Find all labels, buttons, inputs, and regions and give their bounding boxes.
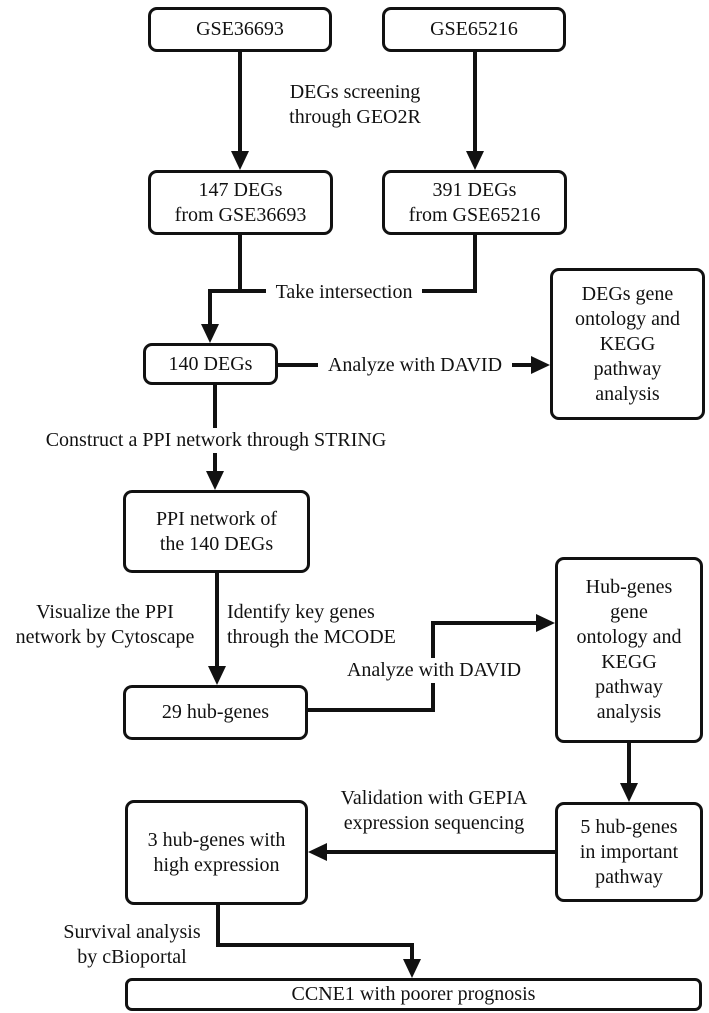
connector-hub3-elbow-vertical bbox=[216, 905, 220, 947]
node-label-line: from GSE36693 bbox=[174, 203, 307, 226]
edge-label-gepia: Validation with GEPIA expression sequenc… bbox=[330, 786, 538, 836]
connector-391degs-merge bbox=[473, 235, 477, 292]
node-gse36693: GSE36693 bbox=[148, 7, 332, 52]
edge-label-construct-string: Construct a PPI network through STRING bbox=[25, 428, 407, 453]
connector-hubgo-hub5 bbox=[627, 743, 631, 785]
node-label-line: from GSE65216 bbox=[408, 203, 541, 226]
edge-label-line: by cBioportal bbox=[77, 946, 187, 968]
node-label-line: GSE36693 bbox=[196, 18, 284, 40]
node-label-line: analysis bbox=[595, 382, 660, 405]
node-3-hub-genes: 3 hub-genes with high expression bbox=[125, 800, 308, 905]
connector-gse36693-147degs bbox=[238, 52, 242, 154]
node-label-line: CCNE1 with poorer prognosis bbox=[291, 983, 536, 1005]
node-label-line: Hub-genes bbox=[585, 576, 673, 598]
arrowhead-into-ppi bbox=[206, 471, 224, 490]
node-label-line: 140 DEGs bbox=[168, 352, 253, 375]
node-391-degs: 391 DEGs from GSE65216 bbox=[382, 170, 567, 235]
edge-label-analyze-david-1: Analyze with DAVID bbox=[318, 353, 512, 378]
edge-label-line: Identify key genes bbox=[227, 601, 375, 623]
edge-label-line: network by Cytoscape bbox=[15, 626, 195, 648]
node-label-line: PPI network of bbox=[155, 507, 278, 530]
node-140-degs: 140 DEGs bbox=[143, 343, 278, 385]
connector-elbow-ccne1 bbox=[410, 943, 414, 963]
edge-label-line: Visualize the PPI bbox=[36, 601, 174, 623]
edge-label-line: Validation with GEPIA bbox=[340, 787, 528, 809]
node-label-line: DEGs gene bbox=[581, 282, 674, 305]
edge-label-line: Analyze with DAVID bbox=[346, 659, 522, 681]
connector-ppi-hub29 bbox=[215, 573, 219, 669]
node-label-line: 3 hub-genes with bbox=[147, 828, 286, 851]
node-label-line: high expression bbox=[153, 853, 280, 876]
node-label-line: 5 hub-genes bbox=[580, 815, 678, 838]
connector-hub29-elbow-bottom bbox=[308, 708, 435, 712]
node-label-line: 391 DEGs bbox=[432, 178, 517, 201]
node-label-line: pathway bbox=[595, 676, 663, 698]
connector-147degs-merge bbox=[238, 235, 242, 292]
node-label-line: ontology and bbox=[575, 307, 680, 330]
node-label-line: the 140 DEGs bbox=[159, 532, 274, 555]
edge-label-take-intersection: Take intersection bbox=[266, 280, 422, 305]
node-5-hub-genes: 5 hub-genes in important pathway bbox=[555, 802, 703, 902]
edge-label-analyze-david-2: Analyze with DAVID bbox=[337, 658, 531, 683]
arrowhead-into-hub29 bbox=[208, 666, 226, 685]
arrowhead-into-hubgo bbox=[536, 614, 555, 632]
edge-label-line: Construct a PPI network through STRING bbox=[45, 429, 387, 451]
arrowhead-into-391degs bbox=[466, 151, 484, 170]
node-ppi-network: PPI network of the 140 DEGs bbox=[123, 490, 310, 573]
node-label-line: KEGG bbox=[601, 651, 657, 673]
arrowhead-into-147degs bbox=[231, 151, 249, 170]
edge-label-line: through the MCODE bbox=[227, 626, 396, 648]
node-gse65216: GSE65216 bbox=[382, 7, 566, 52]
node-label-line: gene bbox=[610, 601, 648, 623]
edge-label-line: DEGs screening bbox=[289, 81, 421, 103]
edge-label-line: Survival analysis bbox=[63, 921, 201, 943]
connector-hub5-hub3 bbox=[326, 850, 555, 854]
arrowhead-into-ccne1 bbox=[403, 959, 421, 978]
node-label-line: ontology and bbox=[576, 626, 682, 648]
edge-label-line: Analyze with DAVID bbox=[327, 354, 503, 376]
node-label-line: 147 DEGs bbox=[198, 178, 283, 201]
edge-label-line: expression sequencing bbox=[343, 812, 525, 834]
node-label-line: in important bbox=[579, 840, 679, 863]
node-hubgenes-go-kegg: Hub-genes gene ontology and KEGG pathway… bbox=[555, 557, 703, 743]
edge-label-mcode: Identify key genes through the MCODE bbox=[227, 600, 422, 650]
arrowhead-into-hub3 bbox=[308, 843, 327, 861]
node-label-line: analysis bbox=[596, 701, 662, 723]
connector-hub3-elbow-horizontal bbox=[216, 943, 414, 947]
node-label-line: pathway bbox=[595, 865, 663, 888]
node-ccne1: CCNE1 with poorer prognosis bbox=[125, 978, 702, 1011]
node-label-line: KEGG bbox=[599, 332, 656, 355]
edge-label-cytoscape: Visualize the PPI network by Cytoscape bbox=[0, 600, 210, 650]
node-29-hub-genes: 29 hub-genes bbox=[123, 685, 308, 740]
arrowhead-into-hub5 bbox=[620, 783, 638, 802]
node-147-degs: 147 DEGs from GSE36693 bbox=[148, 170, 333, 235]
node-label-line: GSE65216 bbox=[430, 18, 518, 40]
connector-gse65216-391degs bbox=[473, 52, 477, 154]
edge-label-line: Take intersection bbox=[275, 281, 413, 303]
edge-label-cbioportal: Survival analysis by cBioportal bbox=[56, 920, 208, 970]
arrowhead-into-140degs bbox=[201, 324, 219, 343]
connector-hub29-hubgo bbox=[431, 621, 537, 625]
node-degs-go-kegg: DEGs gene ontology and KEGG pathway anal… bbox=[550, 268, 705, 420]
arrowhead-into-degsgo bbox=[531, 356, 550, 374]
edge-label-line: through GEO2R bbox=[289, 106, 421, 128]
node-label-line: pathway bbox=[593, 357, 662, 380]
edge-label-degs-screening: DEGs screening through GEO2R bbox=[267, 80, 443, 130]
connector-merge-140degs bbox=[208, 289, 212, 327]
node-label-line: 29 hub-genes bbox=[161, 701, 270, 723]
